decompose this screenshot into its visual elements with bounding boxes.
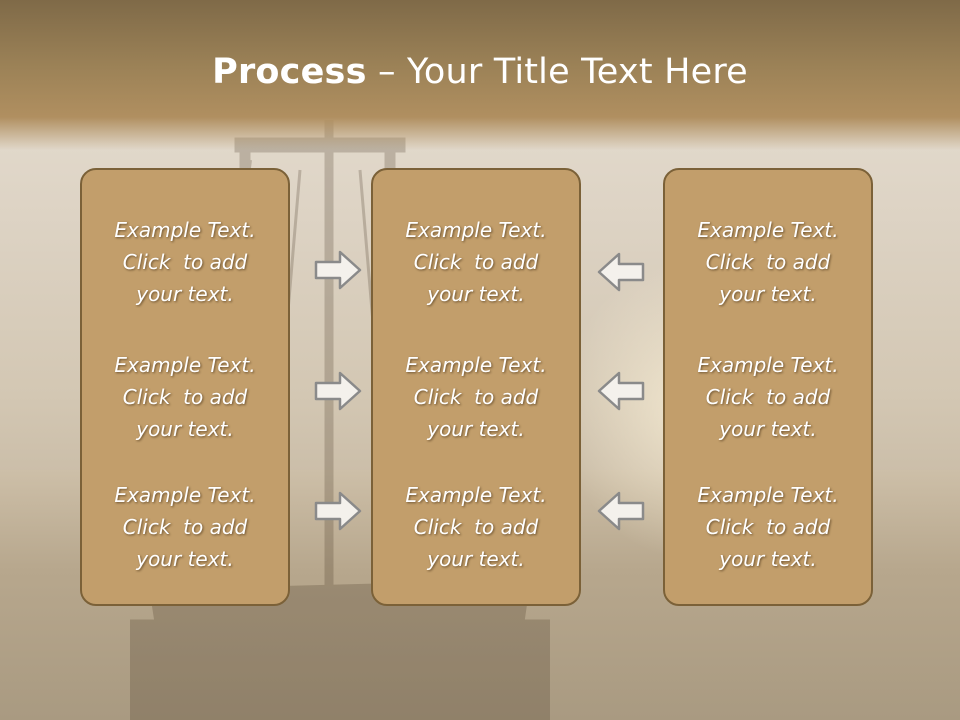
text-block[interactable]: Example Text. Click to add your text. [82,349,288,445]
text-line: Example Text. [114,353,256,377]
title-rest: – Your Title Text Here [366,52,748,92]
text-line: your text. [136,547,234,571]
text-block[interactable]: Example Text. Click to add your text. [373,349,579,445]
text-line: Click to add [122,385,248,409]
text-block[interactable]: Example Text. Click to add your text. [82,214,288,310]
process-box-middle[interactable]: Example Text. Click to add your text. Ex… [371,168,581,606]
text-line: your text. [719,282,817,306]
arrow-left-icon [597,491,645,531]
text-line: Click to add [705,385,831,409]
text-line: your text. [136,417,234,441]
text-line: Click to add [122,515,248,539]
text-line: Example Text. [697,353,839,377]
title-band [0,0,960,150]
text-block[interactable]: Example Text. Click to add your text. [373,479,579,575]
text-line: Example Text. [405,483,547,507]
text-line: Example Text. [114,483,256,507]
text-block[interactable]: Example Text. Click to add your text. [373,214,579,310]
process-box-right[interactable]: Example Text. Click to add your text. Ex… [663,168,873,606]
text-line: your text. [719,417,817,441]
text-block[interactable]: Example Text. Click to add your text. [665,349,871,445]
text-line: Click to add [413,515,539,539]
text-line: your text. [136,282,234,306]
text-line: Click to add [705,250,831,274]
arrow-left-icon [597,252,645,292]
text-line: Click to add [122,250,248,274]
arrow-right-icon [314,371,362,411]
text-line: your text. [719,547,817,571]
text-line: Click to add [705,515,831,539]
arrow-left-icon [597,371,645,411]
text-block[interactable]: Example Text. Click to add your text. [665,479,871,575]
page-title[interactable]: Process – Your Title Text Here [0,52,960,92]
text-block[interactable]: Example Text. Click to add your text. [665,214,871,310]
text-line: your text. [427,547,525,571]
text-line: Click to add [413,385,539,409]
text-line: Example Text. [697,218,839,242]
text-line: Example Text. [114,218,256,242]
process-box-left[interactable]: Example Text. Click to add your text. Ex… [80,168,290,606]
arrow-right-icon [314,250,362,290]
text-line: Example Text. [697,483,839,507]
text-line: your text. [427,417,525,441]
text-line: Example Text. [405,353,547,377]
text-line: Click to add [413,250,539,274]
arrow-right-icon [314,491,362,531]
text-line: your text. [427,282,525,306]
text-line: Example Text. [405,218,547,242]
title-bold: Process [212,52,367,92]
text-block[interactable]: Example Text. Click to add your text. [82,479,288,575]
